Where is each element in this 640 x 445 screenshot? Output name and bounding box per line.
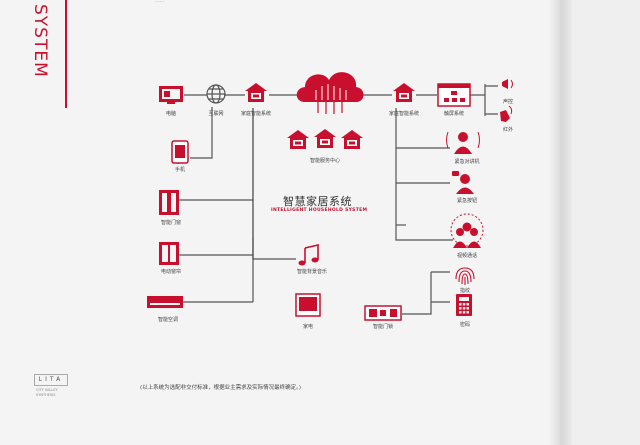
fingerprint-icon — [455, 267, 475, 285]
label-infrared: 红外 — [502, 127, 514, 133]
video-call-group-icon — [450, 213, 484, 248]
connector-lines — [170, 84, 498, 315]
password-keypad-icon — [456, 294, 472, 316]
service-house-icons — [287, 129, 363, 149]
red-rule — [65, 0, 67, 108]
side-title: SYSTEM — [30, 4, 50, 78]
label-ac: 智能空调 — [157, 317, 179, 323]
label-computer: 电脑 — [165, 111, 177, 117]
door-icon — [159, 190, 179, 215]
brand-subtitle: CITY VALLEY SYNTHESIS — [36, 388, 58, 397]
label-home-system-right: 家庭智能系统 — [388, 111, 420, 117]
alarm-person-icon — [452, 171, 474, 194]
label-voice: 声控 — [502, 99, 514, 105]
label-intercom: 紧急对讲机 — [454, 159, 480, 165]
intercom-person-icon — [446, 131, 480, 154]
label-video-call: 视频通话 — [456, 253, 478, 259]
label-internet: 互联网 — [208, 111, 224, 117]
label-smart-lock: 智能门锁 — [372, 324, 394, 330]
voice-icon — [502, 79, 513, 89]
appliance-icon — [295, 293, 321, 317]
label-touch-system: 触屏系统 — [443, 111, 465, 117]
label-phone: 手机 — [174, 167, 186, 173]
phone-icon — [171, 140, 189, 164]
globe-icon — [206, 84, 226, 104]
label-service-center: 智能服务中心 — [309, 158, 341, 164]
house-icon-left — [245, 83, 267, 102]
monitor-icon — [159, 86, 183, 104]
label-appliance: 家电 — [302, 324, 314, 330]
house-icon-right — [393, 83, 415, 102]
footnote: (以上系统为选配非交付标准，根据业主需求及实际情况最终确定。) — [140, 385, 302, 391]
label-password: 密码 — [459, 322, 471, 328]
label-music: 智能背景音乐 — [296, 269, 328, 275]
diagram-title-cn: 智慧家居系统 — [283, 195, 352, 208]
brand-logo: LITA — [34, 374, 68, 386]
label-home-system-left: 家庭智能系统 — [240, 111, 272, 117]
air-conditioner-icon — [147, 296, 183, 308]
cloud-icon — [296, 72, 364, 114]
touchscreen-icon — [437, 83, 471, 107]
page-gutter — [548, 0, 572, 445]
curtain-icon — [159, 242, 179, 265]
label-fingerprint: 指纹 — [459, 288, 471, 294]
right-page — [560, 0, 640, 445]
diagram-title-en: INTELLIGENT HOUSEHOLD SYSTEM — [271, 208, 368, 213]
smart-lock-icon — [364, 305, 402, 321]
music-note-icon — [298, 243, 319, 266]
label-alarm: 紧急按钮 — [456, 198, 478, 204]
top-caption: ...... — [155, 0, 165, 4]
left-page — [0, 0, 560, 445]
label-curtain: 电动窗帘 — [160, 269, 182, 275]
label-smart-door: 智能门窗 — [160, 220, 182, 226]
infrared-hand-icon — [500, 105, 513, 122]
